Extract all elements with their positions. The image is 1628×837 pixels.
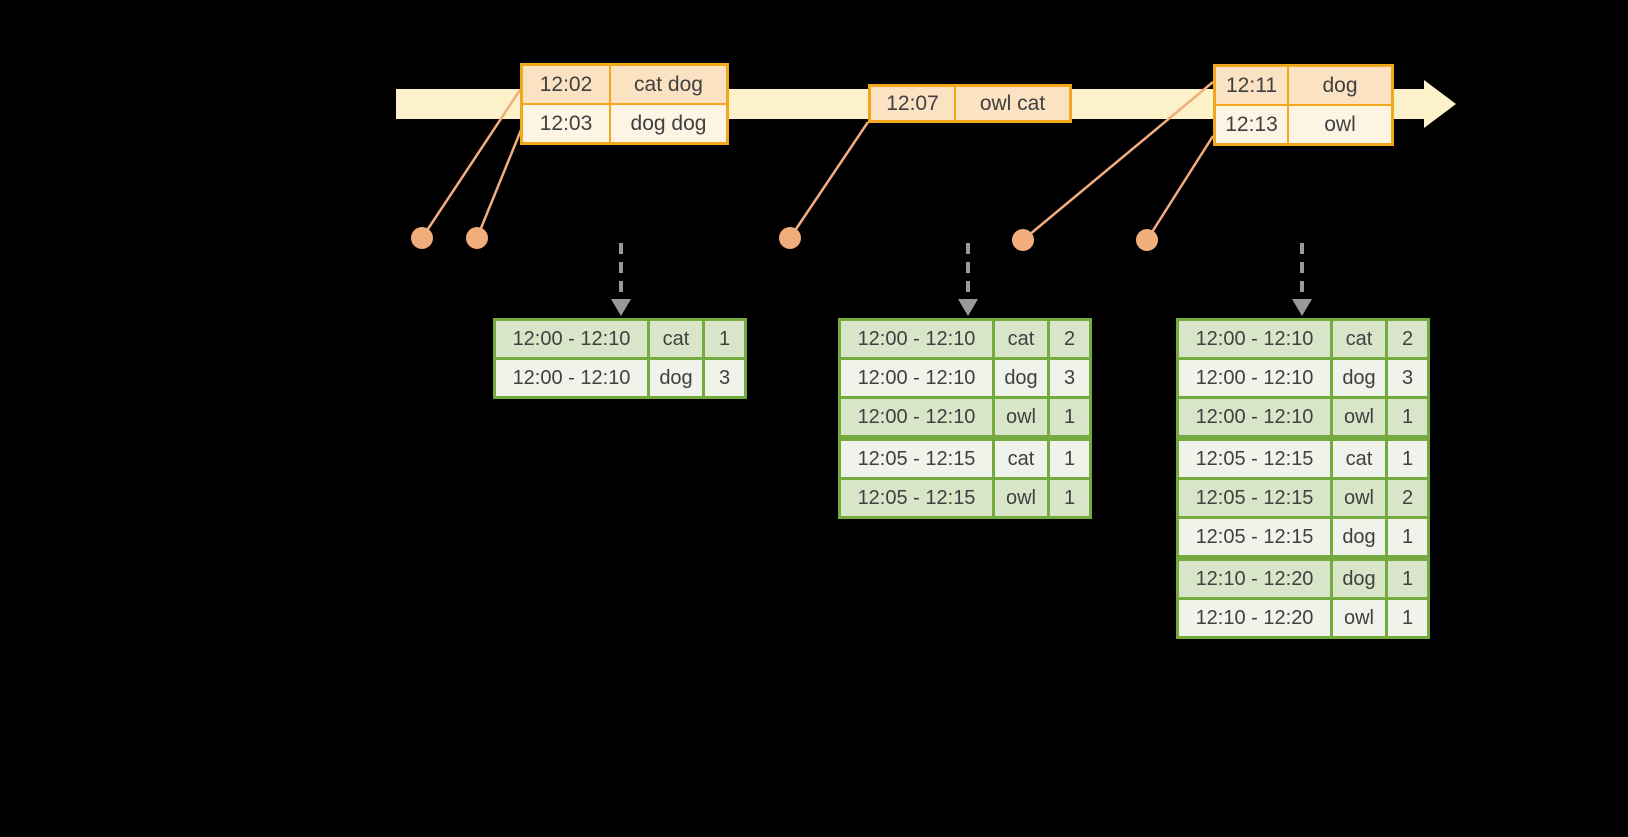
count-cell: 1: [1388, 561, 1427, 597]
word-cell: cat: [1333, 441, 1385, 477]
connector-line: [1022, 81, 1214, 241]
word-cell: cat: [995, 321, 1047, 357]
connector-line: [420, 89, 522, 239]
event-table: 12:11 dog 12:13 owl: [1213, 64, 1394, 146]
input-record-dot: [1136, 229, 1158, 251]
result-row: 12:00 - 12:10 dog 3: [496, 360, 744, 396]
result-row: 12:05 - 12:15 dog 1: [1179, 519, 1427, 555]
count-cell: 3: [1388, 360, 1427, 396]
count-cell: 2: [1388, 321, 1427, 357]
count-cell: 1: [1050, 480, 1089, 516]
word-cell: cat: [1333, 321, 1385, 357]
trigger-arrowhead-icon: [1292, 299, 1312, 316]
count-cell: 2: [1388, 480, 1427, 516]
connector-line: [1145, 135, 1215, 241]
event-table: 12:02 cat dog 12:03 dog dog: [520, 63, 729, 145]
input-record-dot: [779, 227, 801, 249]
count-cell: 1: [1388, 519, 1427, 555]
window-cell: 12:00 - 12:10: [1179, 399, 1330, 435]
event-time-cell: 12:07: [871, 87, 954, 120]
timeline-arrowhead-icon: [1424, 80, 1456, 128]
input-record-dot: [1012, 229, 1034, 251]
result-row: 12:00 - 12:10 cat 2: [841, 321, 1089, 357]
window-cell: 12:05 - 12:15: [1179, 480, 1330, 516]
count-cell: 1: [1050, 441, 1089, 477]
word-cell: owl: [995, 480, 1047, 516]
window-cell: 12:05 - 12:15: [1179, 519, 1330, 555]
window-cell: 12:00 - 12:10: [496, 321, 647, 357]
result-row: 12:10 - 12:20 dog 1: [1179, 561, 1427, 597]
window-cell: 12:05 - 12:15: [1179, 441, 1330, 477]
event-words-cell: owl: [1289, 106, 1391, 143]
window-cell: 12:00 - 12:10: [841, 399, 992, 435]
count-cell: 3: [1050, 360, 1089, 396]
trigger-arrowhead-icon: [958, 299, 978, 316]
word-cell: owl: [1333, 480, 1385, 516]
word-cell: dog: [995, 360, 1047, 396]
event-words-cell: dog dog: [611, 105, 726, 142]
result-row: 12:00 - 12:10 owl 1: [841, 399, 1089, 435]
result-table: 12:00 - 12:10 cat 1 12:00 - 12:10 dog 3: [493, 318, 747, 399]
result-row: 12:00 - 12:10 cat 2: [1179, 321, 1427, 357]
result-row: 12:00 - 12:10 dog 3: [1179, 360, 1427, 396]
result-table: 12:00 - 12:10 cat 2 12:00 - 12:10 dog 3 …: [838, 318, 1092, 519]
word-cell: dog: [1333, 519, 1385, 555]
count-cell: 3: [705, 360, 744, 396]
result-row: 12:00 - 12:10 owl 1: [1179, 399, 1427, 435]
window-cell: 12:10 - 12:20: [1179, 561, 1330, 597]
word-cell: dog: [1333, 360, 1385, 396]
word-cell: dog: [650, 360, 702, 396]
window-cell: 12:00 - 12:10: [496, 360, 647, 396]
event-time-cell: 12:11: [1216, 67, 1287, 104]
input-record-dot: [411, 227, 433, 249]
connector-line: [788, 121, 870, 239]
count-cell: 1: [1388, 399, 1427, 435]
result-row: 12:00 - 12:10 dog 3: [841, 360, 1089, 396]
event-words-cell: cat dog: [611, 66, 726, 103]
result-row: 12:10 - 12:20 owl 1: [1179, 600, 1427, 636]
event-time-cell: 12:02: [523, 66, 609, 103]
connector-line: [475, 129, 523, 239]
event-time-cell: 12:03: [523, 105, 609, 142]
event-words-cell: owl cat: [956, 87, 1069, 120]
window-cell: 12:00 - 12:10: [1179, 321, 1330, 357]
count-cell: 1: [705, 321, 744, 357]
count-cell: 1: [1388, 441, 1427, 477]
window-cell: 12:10 - 12:20: [1179, 600, 1330, 636]
word-cell: owl: [995, 399, 1047, 435]
window-cell: 12:00 - 12:10: [841, 360, 992, 396]
result-row: 12:05 - 12:15 cat 1: [1179, 441, 1427, 477]
window-cell: 12:00 - 12:10: [1179, 360, 1330, 396]
result-table: 12:00 - 12:10 cat 2 12:00 - 12:10 dog 3 …: [1176, 318, 1430, 639]
word-cell: owl: [1333, 600, 1385, 636]
result-row: 12:00 - 12:10 cat 1: [496, 321, 744, 357]
window-cell: 12:00 - 12:10: [841, 321, 992, 357]
count-cell: 1: [1388, 600, 1427, 636]
trigger-arrowhead-icon: [611, 299, 631, 316]
result-row: 12:05 - 12:15 cat 1: [841, 441, 1089, 477]
count-cell: 2: [1050, 321, 1089, 357]
event-table: 12:07 owl cat: [868, 84, 1072, 123]
word-cell: cat: [650, 321, 702, 357]
event-time-cell: 12:13: [1216, 106, 1287, 143]
result-row: 12:05 - 12:15 owl 2: [1179, 480, 1427, 516]
window-cell: 12:05 - 12:15: [841, 441, 992, 477]
event-words-cell: dog: [1289, 67, 1391, 104]
result-row: 12:05 - 12:15 owl 1: [841, 480, 1089, 516]
input-record-dot: [466, 227, 488, 249]
word-cell: cat: [995, 441, 1047, 477]
word-cell: dog: [1333, 561, 1385, 597]
count-cell: 1: [1050, 399, 1089, 435]
word-cell: owl: [1333, 399, 1385, 435]
window-cell: 12:05 - 12:15: [841, 480, 992, 516]
